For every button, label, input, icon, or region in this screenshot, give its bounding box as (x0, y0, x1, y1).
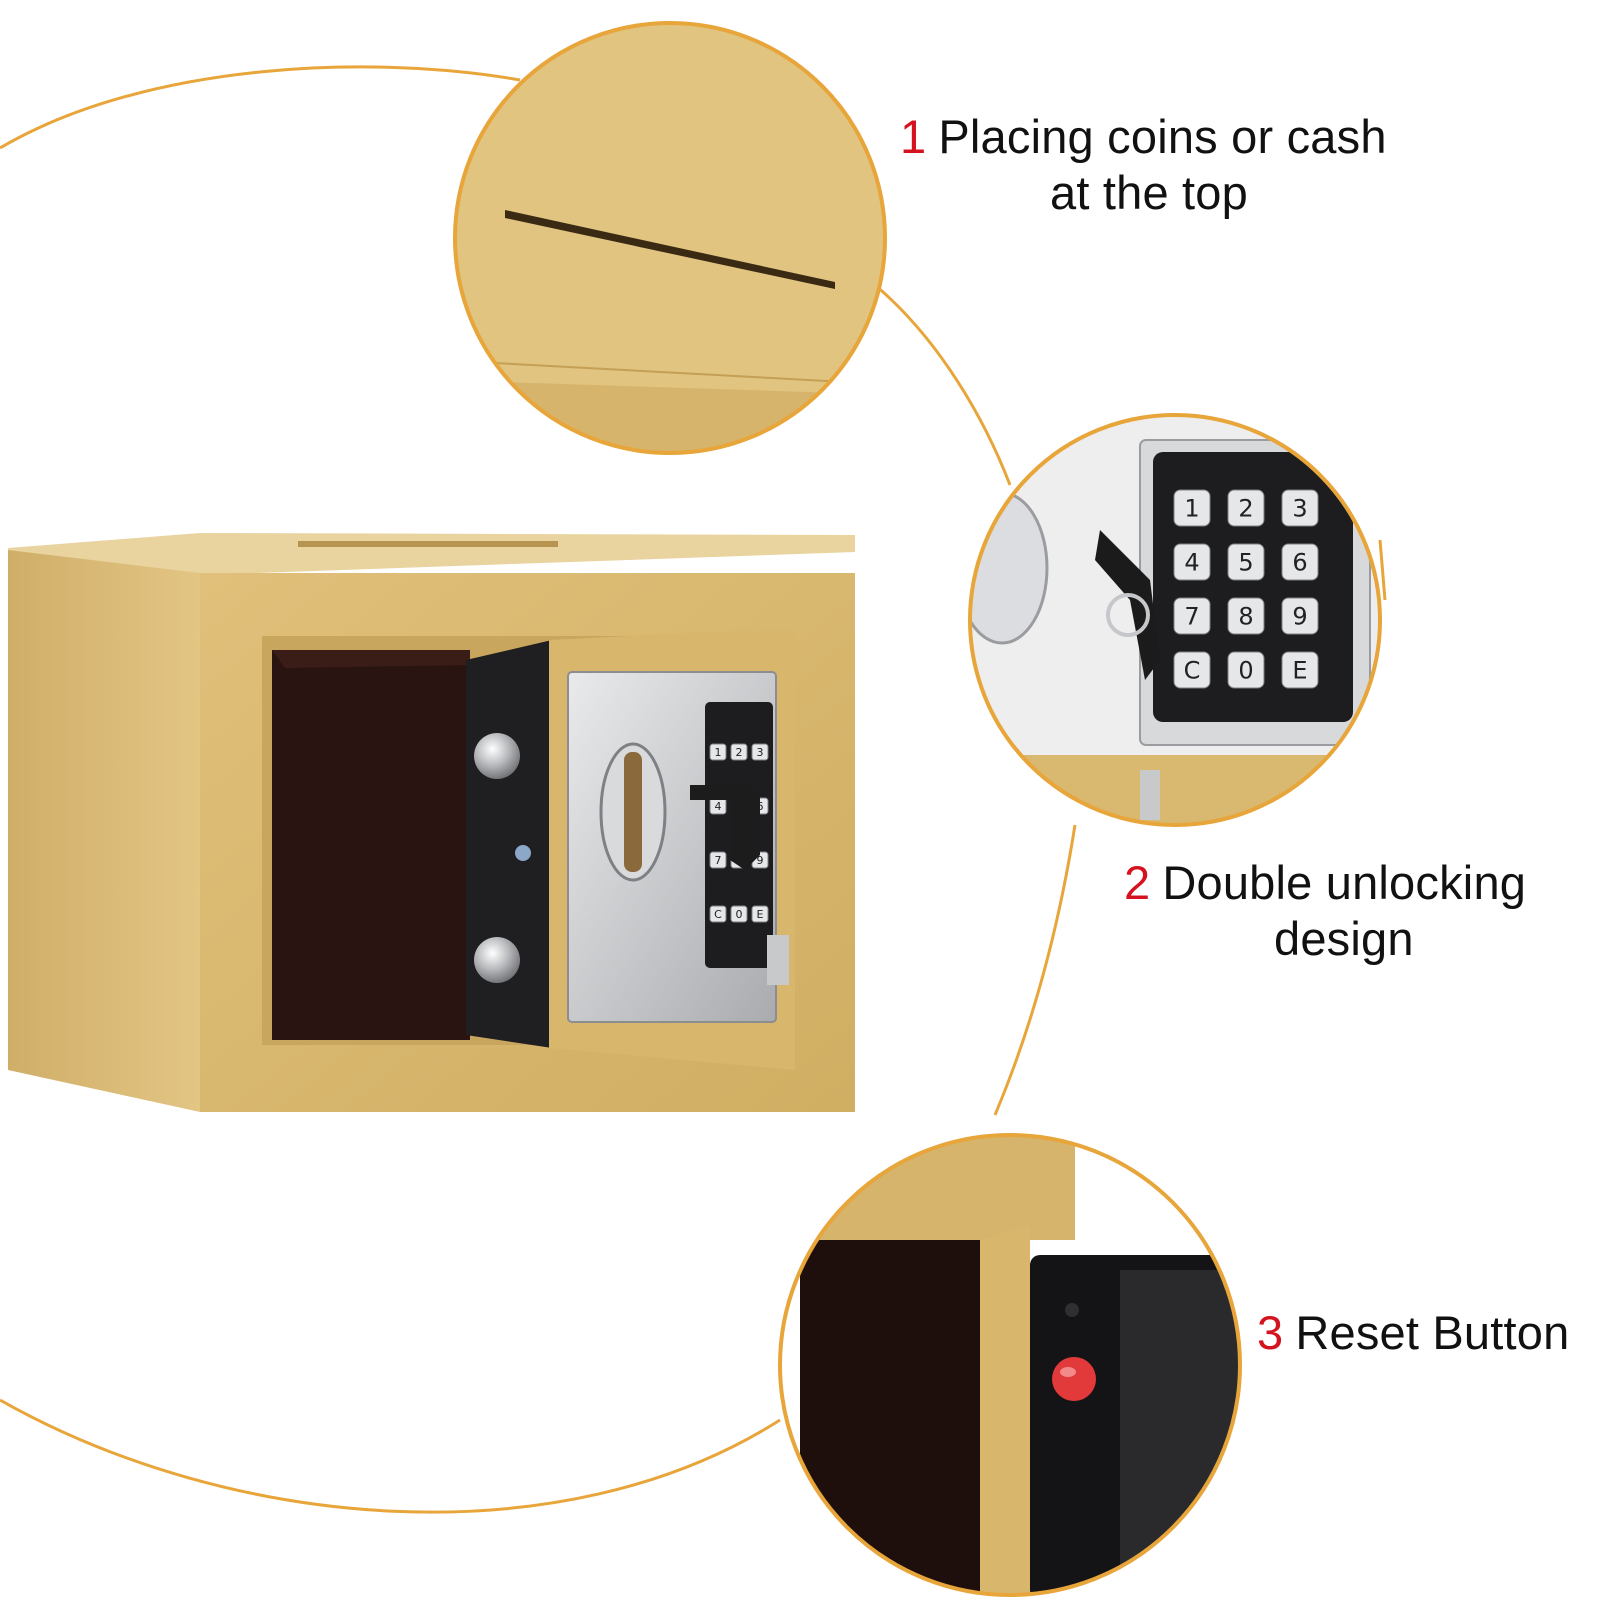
keypad-key (709, 743, 727, 761)
keypad-key (751, 743, 769, 761)
keypad-key-label: 2 (1238, 494, 1253, 522)
keypad-key (1281, 651, 1319, 689)
keypad-key (1281, 543, 1319, 581)
feature-text-line2: at the top (1050, 166, 1248, 219)
keypad-key (1173, 597, 1211, 635)
detail-keypad: 1 2 3 4 5 6 7 8 9C 0 E (968, 413, 1382, 827)
coin-slot (298, 541, 558, 547)
keypad-key-label: 9 (757, 854, 764, 867)
detail-reset-button (778, 1133, 1242, 1597)
feature-text-line1: Placing coins or cash (938, 110, 1387, 163)
keypad-key-label: E (1292, 656, 1307, 684)
keypad-key (1173, 489, 1211, 527)
keypad-key (709, 905, 727, 923)
reset-button-icon (1052, 1357, 1096, 1401)
keypad-key-label: 4 (1184, 548, 1199, 576)
keypad-key-label: 8 (1238, 602, 1253, 630)
keypad-key-label: 3 (1292, 494, 1307, 522)
connector-arcs (0, 65, 1387, 1514)
feature-text-line1: Double unlocking (1162, 856, 1527, 909)
keypad-key (1281, 489, 1319, 527)
feature-text-line2: design (1274, 912, 1414, 965)
keypad-key (1227, 489, 1265, 527)
keypad-key-label: E (757, 908, 764, 921)
key-closeup-icon (1095, 530, 1160, 680)
keypad-key (730, 905, 748, 923)
key-icon (690, 785, 760, 870)
bolt-knob-icon (474, 937, 520, 983)
keypad-key (709, 851, 727, 869)
feature-number: 2 (1124, 856, 1151, 909)
keypad-key-label: 7 (1184, 602, 1199, 630)
keypad-key-label: 0 (736, 908, 743, 921)
coin-slot-closeup (505, 210, 835, 289)
keypad-key-label: C (714, 908, 722, 921)
keypad-key-label: 5 (1238, 548, 1253, 576)
keypad-key-label: 0 (1238, 656, 1253, 684)
keypad-key (751, 905, 769, 923)
keypad-key (1281, 597, 1319, 635)
keypad-key-label: 4 (715, 800, 722, 813)
keypad-key (1173, 651, 1211, 689)
bolt-knob-icon (474, 733, 520, 779)
keypad-key-label: 3 (757, 746, 764, 759)
keypad-key-label: 7 (715, 854, 722, 867)
feature-text-line1: Reset Button (1295, 1306, 1570, 1359)
keypad-key-label: 9 (1292, 602, 1307, 630)
keypad-key (730, 743, 748, 761)
keypad-key-label: 2 (736, 746, 743, 759)
keypad-key (1173, 543, 1211, 581)
detail-top-slot (453, 21, 887, 455)
keypad-key-label: C (1184, 656, 1201, 684)
keypad-key-label: 1 (715, 746, 722, 759)
keypad-key (1227, 651, 1265, 689)
keypad-key-label: 6 (1292, 548, 1307, 576)
feature-number: 1 (900, 110, 927, 163)
feature-number: 3 (1257, 1306, 1284, 1359)
keypad-key-label: 1 (1184, 494, 1199, 522)
keypad-key (1227, 597, 1265, 635)
keypad-key (1227, 543, 1265, 581)
